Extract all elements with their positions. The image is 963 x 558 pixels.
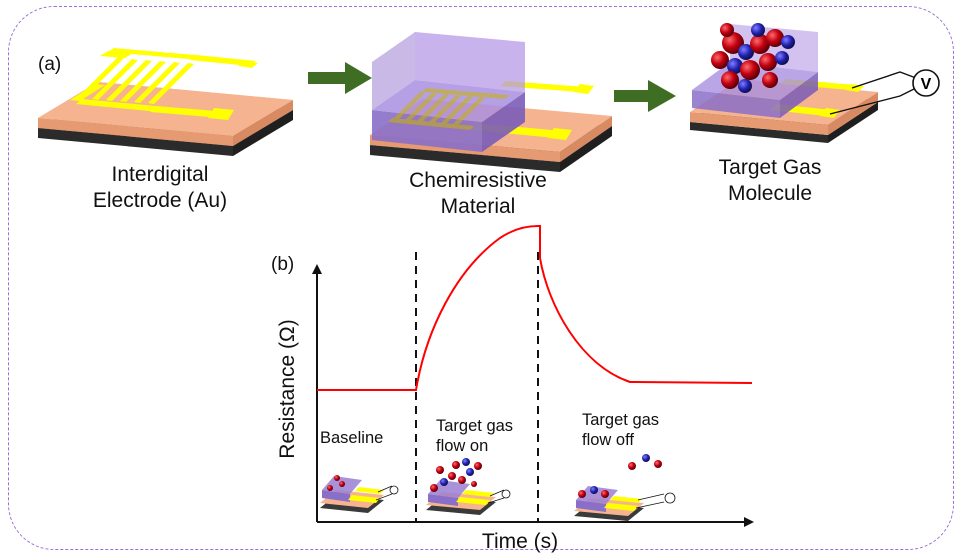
outer-frame [8, 6, 954, 550]
step3-label: Target Gas Molecule [718, 156, 822, 205]
gas-molecules-3 [711, 23, 795, 93]
mini-device-flow-off [574, 454, 676, 521]
y-axis-label: Resistance (Ω) [276, 319, 299, 459]
step2-label: Chemiresistive Material [409, 169, 547, 218]
device-chemiresistive [370, 32, 612, 172]
x-axis-label: Time (s) [481, 530, 559, 553]
device-electrode [38, 82, 293, 156]
process-arrow-2 [614, 80, 676, 112]
resistance-curve [317, 225, 753, 391]
step1-label: Interdigital Electrode (Au) [92, 163, 228, 212]
mini-device-flow-on [426, 458, 511, 515]
phase-dividers [415, 252, 539, 522]
process-arrow-1 [308, 62, 372, 94]
phase-flow-on-label: Target gas flow on [436, 417, 514, 455]
mini-device-baseline [320, 475, 399, 513]
voltmeter-icon [912, 69, 940, 97]
svg-text:V: V [921, 76, 932, 93]
panel-b-label: (b) [271, 254, 295, 275]
graph-axes [312, 264, 754, 527]
phase-baseline-label: Baseline [320, 429, 384, 447]
device-gas-sensor: V [690, 24, 940, 143]
phase-flow-off-label: Target gas flow off [582, 411, 660, 449]
electrode-pattern-1 [70, 48, 258, 120]
panel-a-label: (a) [38, 54, 62, 75]
